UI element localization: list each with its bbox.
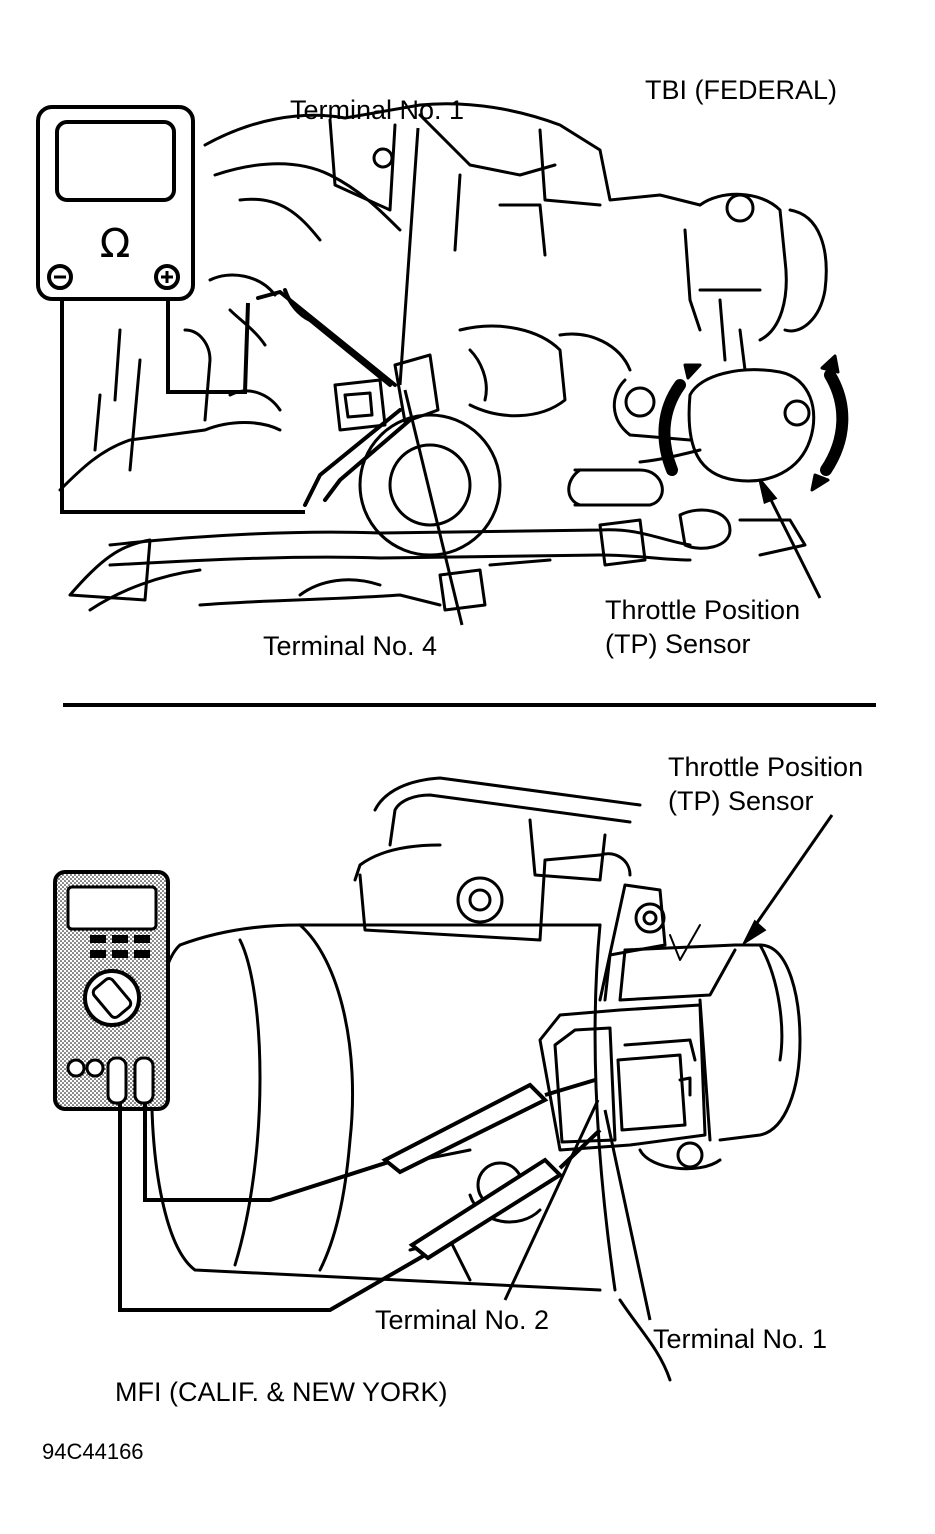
mfi-leader-lines (503, 814, 834, 1321)
tbi-leader-lines (398, 127, 822, 626)
tp-sensor-label-bottom-line1: Throttle Position (668, 752, 864, 782)
figure-id: 94C44166 (42, 1439, 144, 1464)
mfi-title: MFI (CALIF. & NEW YORK) (115, 1377, 448, 1407)
tp-sensor-arrowhead-bottom (741, 919, 767, 947)
ohmmeter-icon (36, 105, 195, 301)
terminal-1-leader-top (398, 127, 420, 386)
terminal-1-label-top: Terminal No. 1 (290, 95, 465, 125)
tp-sensor-label-bottom-line2: (TP) Sensor (668, 786, 814, 816)
mfi-engine-illustration (150, 776, 802, 1382)
tp-sensor-label-top-line2: (TP) Sensor (605, 629, 751, 659)
tp-sensor-label-top-line1: Throttle Position (605, 595, 801, 625)
tbi-engine-illustration (58, 102, 849, 612)
ohmmeter-symbol: Ω (100, 221, 131, 267)
terminal-4-leader-top (403, 389, 464, 626)
digital-multimeter-icon (53, 870, 170, 1111)
multimeter-leads (118, 1078, 602, 1312)
terminal-1-label-bottom: Terminal No. 1 (653, 1324, 828, 1354)
terminal-2-leader (503, 1099, 600, 1301)
tp-sensor-leader-top (764, 489, 822, 599)
terminal-1-leader-bottom (603, 1109, 652, 1321)
terminal-2-label: Terminal No. 2 (375, 1305, 550, 1335)
tp-sensor-arrowhead-top (758, 479, 778, 505)
terminal-4-label-top: Terminal No. 4 (263, 631, 438, 661)
tbi-title: TBI (FEDERAL) (645, 75, 838, 105)
tp-sensor-leader-bottom (750, 814, 834, 931)
ohmmeter-leads (60, 299, 305, 514)
